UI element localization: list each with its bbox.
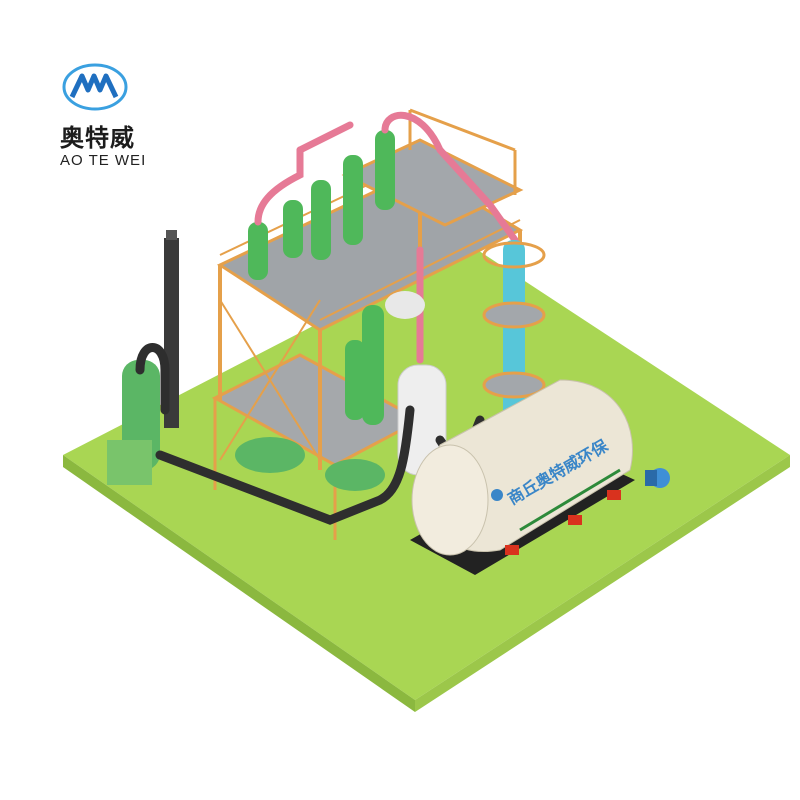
main-tank: 商丘奥特威环保 [410,379,635,575]
brand-name-cn: 奥特威 [60,124,135,152]
brand-name-en: AO TE WEI [60,152,147,169]
cyan-tower [482,240,546,440]
tank-badge-icon [491,489,503,501]
horizontal-vessels [235,291,425,491]
brand-logo: 奥特威 AO TE WEI [60,62,170,172]
green-columns [248,130,395,425]
blue-blower [645,468,670,488]
logo-mark-icon [62,63,128,111]
